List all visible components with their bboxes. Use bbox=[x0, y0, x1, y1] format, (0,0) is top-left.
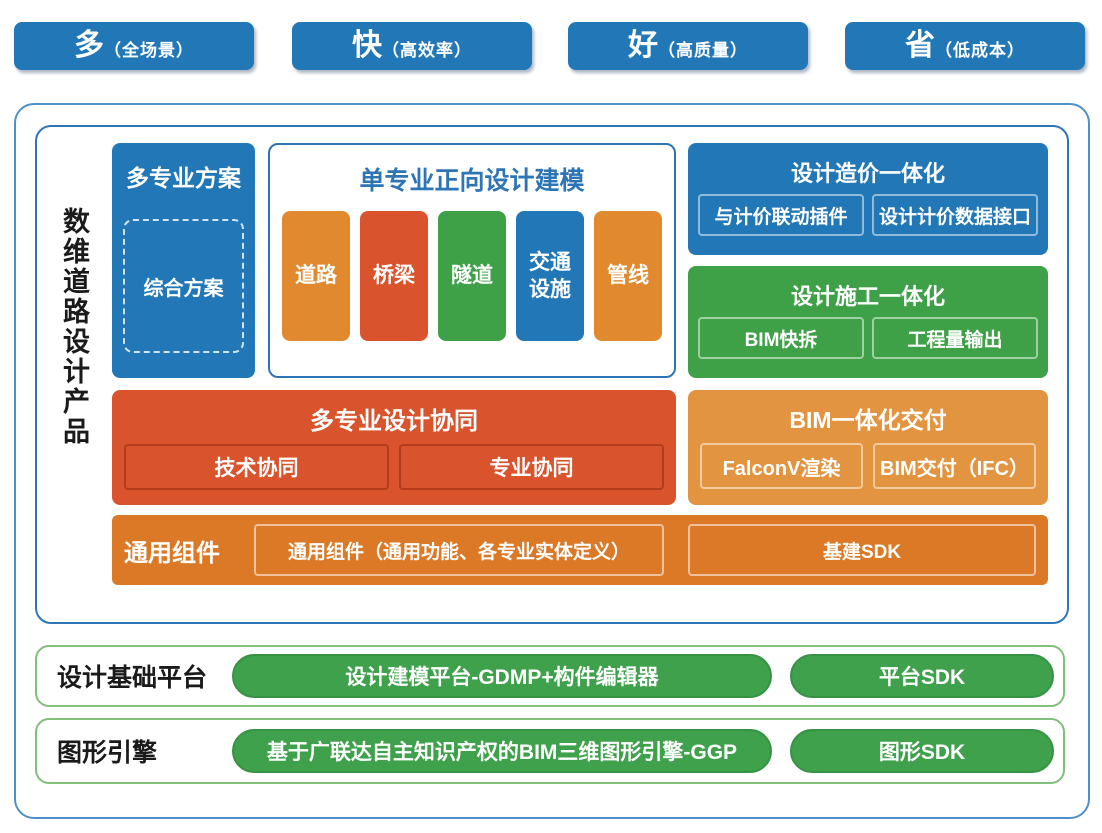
product-section-title: 数维道路设计产品 bbox=[59, 207, 89, 447]
modeling-item-traffic-facility: 交通设施 bbox=[516, 211, 584, 341]
multi-plan-box: 多专业方案 综合方案 bbox=[112, 143, 255, 378]
common-components-bar: 通用组件 通用组件（通用功能、各专业实体定义） 基建SDK bbox=[112, 515, 1048, 585]
common-components-label: 通用组件 bbox=[124, 539, 220, 567]
badge-low-cost: 省 （低成本） bbox=[845, 22, 1085, 70]
construction-integration-title: 设计施工一体化 bbox=[790, 284, 945, 309]
construction-integration-box: 设计施工一体化 BIM快拆 工程量输出 bbox=[688, 266, 1048, 378]
modeling-box: 单专业正向设计建模 道路 桥梁 隧道 交通设施 管线 bbox=[268, 143, 676, 378]
multi-plan-title: 多专业方案 bbox=[126, 165, 241, 191]
badge-main-text: 省 bbox=[905, 29, 935, 62]
badge-main-text: 快 bbox=[352, 29, 382, 62]
badge-high-efficiency: 快 （高效率） bbox=[292, 22, 532, 70]
comprehensive-plan-box: 综合方案 bbox=[123, 219, 244, 353]
modeling-item-tunnel: 隧道 bbox=[438, 211, 506, 341]
collaboration-sub-item-discipline: 专业协同 bbox=[399, 444, 664, 490]
bim-delivery-sub-row: FalconV渲染 BIM交付（IFC） bbox=[700, 443, 1036, 489]
collaboration-box: 多专业设计协同 技术协同 专业协同 bbox=[112, 390, 676, 505]
cost-integration-title: 设计造价一体化 bbox=[790, 161, 945, 186]
collaboration-title: 多专业设计协同 bbox=[310, 408, 478, 435]
construction-sub-item-quantity-output: 工程量输出 bbox=[872, 317, 1038, 359]
modeling-items-row: 道路 桥梁 隧道 交通设施 管线 bbox=[270, 211, 674, 341]
badge-main-text: 多 bbox=[74, 29, 104, 62]
construction-sub-row: BIM快拆 工程量输出 bbox=[698, 317, 1038, 359]
badge-high-quality: 好 （高质量） bbox=[568, 22, 808, 70]
gdmp-platform-pill: 设计建模平台-GDMP+构件编辑器 bbox=[232, 654, 772, 698]
bim-delivery-sub-item-falconv: FalconV渲染 bbox=[700, 443, 863, 489]
cost-sub-item-pricing-data-api: 设计计价数据接口 bbox=[872, 194, 1038, 236]
platform-sdk-pill: 平台SDK bbox=[790, 654, 1054, 698]
modeling-item-pipeline: 管线 bbox=[594, 211, 662, 341]
platform-row-design-base: 设计基础平台 设计建模平台-GDMP+构件编辑器 平台SDK bbox=[35, 645, 1065, 707]
graphics-engine-label: 图形引擎 bbox=[57, 739, 158, 767]
badge-sub-text: （全场景） bbox=[104, 40, 194, 60]
bim-delivery-box: BIM一体化交付 FalconV渲染 BIM交付（IFC） bbox=[688, 390, 1048, 505]
collaboration-sub-row: 技术协同 专业协同 bbox=[124, 444, 664, 490]
badge-sub-text: （高质量） bbox=[658, 40, 748, 60]
badge-sub-text: （低成本） bbox=[935, 40, 1025, 60]
bim-delivery-sub-item-ifc: BIM交付（IFC） bbox=[873, 443, 1036, 489]
graphics-sdk-pill: 图形SDK bbox=[790, 729, 1054, 773]
badge-multi-scene: 多 （全场景） bbox=[14, 22, 254, 70]
diagram-frame: 数维道路设计产品 多专业方案 综合方案 单专业正向设计建模 道路 桥梁 隧道 交… bbox=[14, 103, 1090, 819]
ggp-engine-pill: 基于广联达自主知识产权的BIM三维图形引擎-GGP bbox=[232, 729, 772, 773]
modeling-title: 单专业正向设计建模 bbox=[359, 167, 585, 195]
badge-sub-text: （高效率） bbox=[382, 40, 472, 60]
common-components-item-general: 通用组件（通用功能、各专业实体定义） bbox=[254, 524, 664, 576]
badge-main-text: 好 bbox=[628, 29, 658, 62]
modeling-item-road: 道路 bbox=[282, 211, 350, 341]
common-components-item-infra-sdk: 基建SDK bbox=[688, 524, 1036, 576]
construction-sub-item-bim-split: BIM快拆 bbox=[698, 317, 864, 359]
product-section: 数维道路设计产品 多专业方案 综合方案 单专业正向设计建模 道路 桥梁 隧道 交… bbox=[35, 125, 1069, 624]
platform-row-graphics-engine: 图形引擎 基于广联达自主知识产权的BIM三维图形引擎-GGP 图形SDK bbox=[35, 718, 1065, 784]
design-base-platform-label: 设计基础平台 bbox=[57, 664, 208, 692]
cost-sub-item-pricing-plugin: 与计价联动插件 bbox=[698, 194, 864, 236]
cost-sub-row: 与计价联动插件 设计计价数据接口 bbox=[698, 194, 1038, 236]
collaboration-sub-item-technical: 技术协同 bbox=[124, 444, 389, 490]
modeling-item-bridge: 桥梁 bbox=[360, 211, 428, 341]
cost-integration-box: 设计造价一体化 与计价联动插件 设计计价数据接口 bbox=[688, 143, 1048, 255]
bim-delivery-title: BIM一体化交付 bbox=[789, 407, 947, 433]
